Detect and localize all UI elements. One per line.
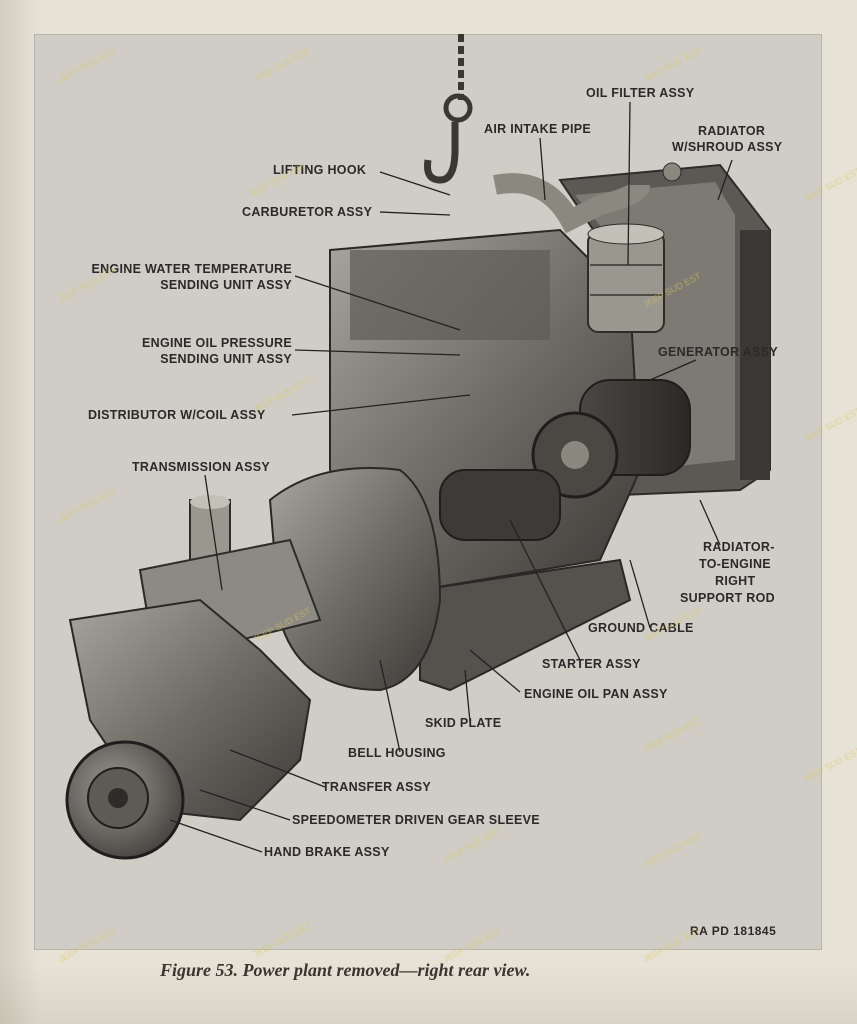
label-water-temp-line2: SENDING UNIT ASSY	[160, 278, 292, 292]
label-transmission: TRANSMISSION ASSY	[132, 460, 270, 474]
leader-lines	[169, 101, 733, 853]
label-oil-pressure-line1: ENGINE OIL PRESSURE	[142, 336, 292, 350]
figure-reference-number: RA PD 181845	[690, 924, 777, 938]
label-radiator-line2: W/SHROUD ASSY	[672, 140, 783, 154]
label-radiator-support-line4: SUPPORT ROD	[680, 591, 775, 605]
label-distributor: DISTRIBUTOR W/COIL ASSY	[88, 408, 266, 422]
label-speedometer: SPEEDOMETER DRIVEN GEAR SLEEVE	[292, 813, 540, 827]
label-radiator-support-line2: TO-ENGINE	[699, 557, 771, 571]
label-radiator-support-line1: RADIATOR-	[703, 540, 775, 554]
label-ground-cable: GROUND CABLE	[588, 621, 694, 635]
label-carburetor: CARBURETOR ASSY	[242, 205, 373, 219]
hand-brake-drum	[65, 740, 185, 860]
label-skid-plate: SKID PLATE	[425, 716, 502, 730]
label-radiator-support-line3: RIGHT	[715, 574, 756, 588]
starter-and-oil-pan	[419, 469, 632, 692]
bell-housing	[268, 467, 442, 692]
label-air-intake-pipe: AIR INTAKE PIPE	[484, 122, 592, 136]
label-radiator-line1: RADIATOR	[698, 124, 766, 138]
label-oil-pan: ENGINE OIL PAN ASSY	[524, 687, 668, 701]
label-water-temp-line1: ENGINE WATER TEMPERATURE	[91, 262, 292, 276]
label-transfer: TRANSFER ASSY	[322, 780, 432, 794]
label-generator: GENERATOR ASSY	[658, 345, 778, 359]
figure-caption: Figure 53. Power plant removed—right rea…	[160, 960, 531, 980]
air-intake-pipe	[493, 173, 650, 234]
lifting-hook	[424, 34, 473, 184]
generator	[531, 379, 691, 499]
label-starter: STARTER ASSY	[542, 657, 641, 671]
label-oil-filter: OIL FILTER ASSY	[586, 86, 695, 100]
label-hand-brake: HAND BRAKE ASSY	[264, 845, 390, 859]
oil-filter	[587, 223, 665, 333]
label-bell-housing: BELL HOUSING	[348, 746, 446, 760]
label-lifting-hook: LIFTING HOOK	[273, 163, 367, 177]
label-oil-pressure-line2: SENDING UNIT ASSY	[160, 352, 292, 366]
